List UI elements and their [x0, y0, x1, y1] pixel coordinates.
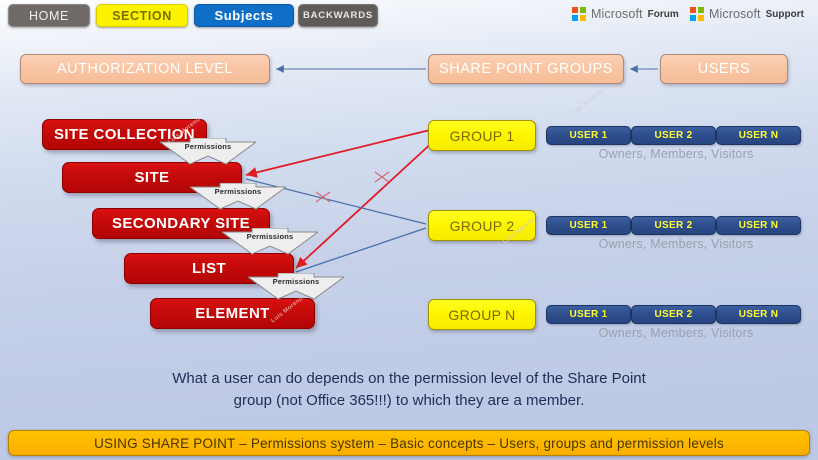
- hierarchy-box-element[interactable]: ELEMENT: [150, 298, 315, 329]
- hierarchy-box-site-collection[interactable]: SITE COLLECTION: [42, 119, 207, 150]
- nav-button-section[interactable]: SECTION: [96, 4, 188, 27]
- user-chip[interactable]: USER N: [716, 126, 801, 145]
- permissions-arrow-icon: Permissions: [160, 138, 256, 168]
- user-chip[interactable]: USER 1: [546, 126, 631, 145]
- microsoft-logo-icon: [690, 7, 704, 21]
- microsoft-forum-label: Forum: [647, 8, 679, 20]
- microsoft-support-label: Support: [765, 8, 804, 20]
- microsoft-forum-wordmark: Microsoft: [591, 7, 643, 21]
- top-navigation-bar: HOME SECTION Subjects BACKWARDS: [0, 0, 818, 32]
- group-roles-label: Owners, Members, Visitors: [598, 237, 754, 251]
- nav-button-subjects[interactable]: Subjects: [194, 4, 294, 27]
- caption-text: What a user can do depends on the permis…: [109, 368, 709, 412]
- caption-line-1: What a user can do depends on the permis…: [172, 370, 646, 387]
- user-chip[interactable]: USER N: [716, 305, 801, 324]
- permissions-arrow-icon: Permissions: [222, 228, 318, 258]
- permissions-arrow-label: Permissions: [214, 187, 262, 196]
- user-chip[interactable]: USER N: [716, 216, 801, 235]
- caption-line-2: group (not Office 365!!!) to which they …: [233, 392, 585, 409]
- user-chip[interactable]: USER 2: [631, 305, 716, 324]
- group-box-2[interactable]: GROUP 2: [428, 210, 536, 241]
- authorization-level-box[interactable]: AUTHORIZATION LEVEL: [20, 54, 270, 84]
- permissions-arrow-icon: Permissions: [190, 183, 286, 213]
- permissions-arrow-label: Permissions: [184, 142, 232, 151]
- hierarchy-box-site[interactable]: SITE: [62, 162, 242, 193]
- group-roles-label: Owners, Members, Visitors: [598, 147, 754, 161]
- footer-banner: USING SHARE POINT – Permissions system –…: [8, 430, 810, 456]
- permissions-arrow-label: Permissions: [246, 232, 294, 241]
- users-box[interactable]: USERS: [660, 54, 788, 84]
- microsoft-logo-icon: [572, 7, 586, 21]
- group-box-n[interactable]: GROUP N: [428, 299, 536, 330]
- user-chip[interactable]: USER 1: [546, 305, 631, 324]
- permissions-arrow-icon: Permissions: [248, 273, 344, 303]
- group-roles-label: Owners, Members, Visitors: [598, 326, 754, 340]
- share-point-groups-box[interactable]: SHARE POINT GROUPS: [428, 54, 624, 84]
- microsoft-forum-brand[interactable]: Microsoft Forum: [572, 7, 679, 21]
- nav-button-home[interactable]: HOME: [8, 4, 90, 27]
- user-chip[interactable]: USER 2: [631, 126, 716, 145]
- microsoft-support-wordmark: Microsoft: [709, 7, 761, 21]
- group-box-1[interactable]: GROUP 1: [428, 120, 536, 151]
- user-chip[interactable]: USER 2: [631, 216, 716, 235]
- nav-button-backwards[interactable]: BACKWARDS: [298, 4, 378, 27]
- permissions-arrow-label: Permissions: [272, 277, 320, 286]
- microsoft-support-brand[interactable]: Microsoft Support: [690, 7, 804, 21]
- user-chip[interactable]: USER 1: [546, 216, 631, 235]
